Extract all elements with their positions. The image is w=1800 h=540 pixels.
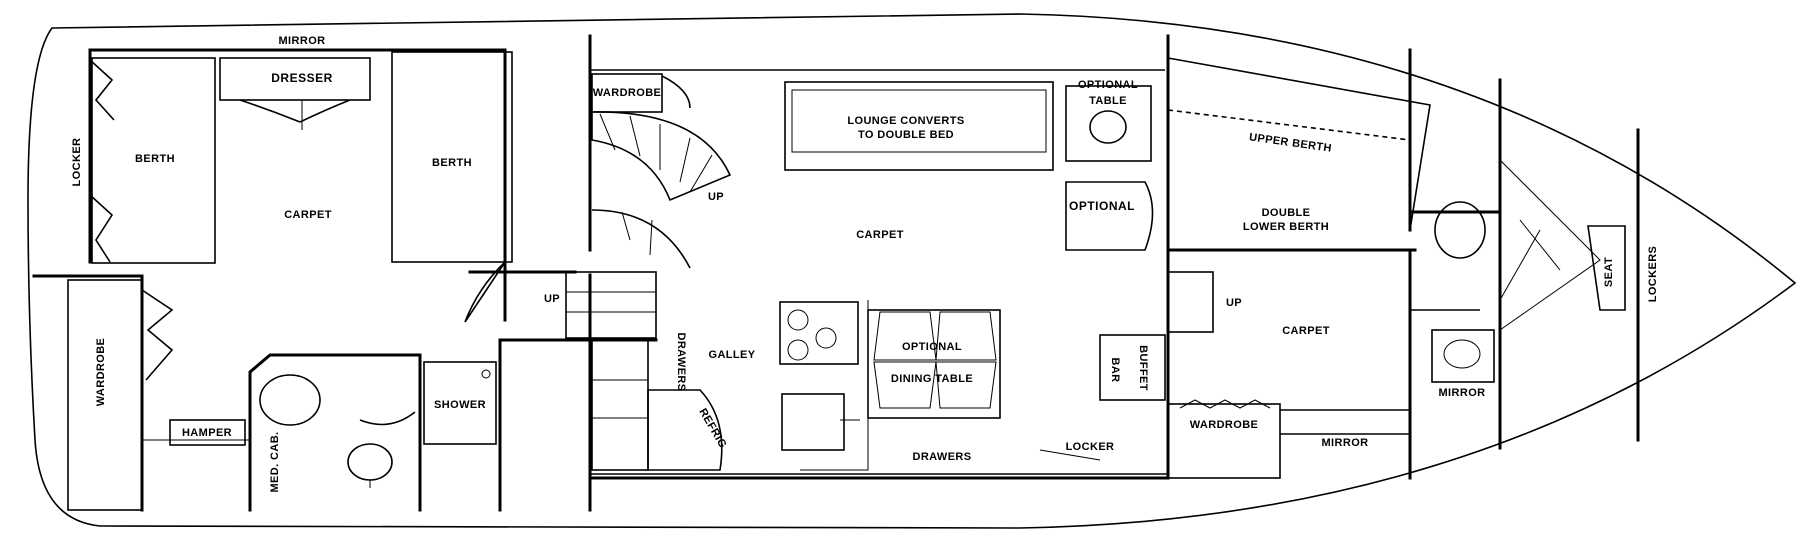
label-buffet: BUFFET	[1137, 345, 1149, 391]
sink-aft	[347, 443, 393, 481]
label-berth-right: BERTH	[432, 157, 472, 169]
wardrobe-aft	[67, 279, 143, 511]
ladder-fwd	[1167, 271, 1214, 333]
berth-left	[91, 57, 216, 264]
forward-stateroom	[1099, 34, 1431, 480]
toilet-fwd	[1434, 201, 1486, 259]
label-lounge-1: LOUNGE CONVERTS	[847, 115, 964, 127]
label-mirror-aft: MIRROR	[278, 35, 325, 47]
spiral-stairs	[591, 111, 732, 202]
label-optional-table-1: OPTIONAL	[1078, 79, 1138, 91]
label-refrig: REFRIG	[696, 406, 728, 450]
label-berth-left: BERTH	[135, 153, 175, 165]
shower	[423, 361, 497, 445]
berth-right	[391, 51, 513, 263]
label-locker-aft: LOCKER	[71, 138, 83, 187]
label-optional-dining-2: DINING TABLE	[891, 373, 973, 385]
label-optional-dining-1: OPTIONAL	[902, 341, 962, 353]
label-shower: SHOWER	[434, 399, 486, 411]
bar-buffet	[1099, 334, 1166, 401]
label-drawers-galley: DRAWERS	[675, 332, 687, 391]
label-wardrobe-fwd: WARDROBE	[1190, 419, 1259, 431]
toilet-aft	[259, 374, 321, 426]
sink-fwd	[1431, 329, 1495, 383]
label-carpet-aft: CARPET	[284, 209, 332, 221]
optional-chair	[1065, 181, 1154, 251]
label-hamper: HAMPER	[182, 427, 232, 439]
label-wardrobe-salon: WARDROBE	[593, 87, 662, 99]
label-dresser: DRESSER	[271, 71, 333, 85]
label-bar: BAR	[1109, 357, 1121, 382]
label-optional-chair: OPTIONAL	[1069, 199, 1135, 213]
label-galley: GALLEY	[708, 349, 755, 361]
wardrobe-fwd	[1167, 403, 1281, 479]
aft-head	[248, 338, 502, 512]
label-carpet-fwd: CARPET	[1282, 325, 1330, 337]
label-carpet-salon: CARPET	[856, 229, 904, 241]
label-up-fwd: UP	[1226, 297, 1242, 309]
label-upper-berth: UPPER BERTH	[1248, 131, 1332, 154]
shower-grid	[1499, 159, 1601, 331]
salon	[498, 34, 1170, 512]
dining-table	[867, 309, 1001, 419]
aft-stateroom	[32, 48, 577, 512]
stove	[779, 301, 859, 365]
refrig	[647, 389, 723, 471]
hull-outline	[27, 13, 1797, 529]
label-double-lower-2: LOWER BERTH	[1243, 221, 1329, 233]
label-up-aft: UP	[544, 293, 560, 305]
dresser	[219, 57, 371, 101]
label-mirror-head: MIRROR	[1438, 387, 1485, 399]
drawers-galley	[591, 339, 649, 471]
label-mirror-fwd: MIRROR	[1321, 437, 1368, 449]
forward-head	[1408, 78, 1640, 450]
label-drawers-salon: DRAWERS	[912, 451, 971, 463]
label-lockers-bow: LOCKERS	[1647, 246, 1659, 303]
label-locker-salon: LOCKER	[1066, 441, 1115, 453]
wardrobe-salon	[591, 73, 663, 113]
lounge	[784, 81, 1054, 171]
label-lounge-2: TO DOUBLE BED	[858, 129, 954, 141]
label-wardrobe-aft: WARDROBE	[95, 338, 107, 407]
seat-bow	[1587, 225, 1626, 311]
label-up-stairs: UP	[708, 191, 724, 203]
label-optional-table-2: TABLE	[1089, 95, 1127, 107]
galley-sink	[781, 393, 845, 451]
label-double-lower-1: DOUBLE	[1262, 207, 1311, 219]
label-seat: SEAT	[1603, 257, 1615, 287]
label-med-cab: MED. CAB.	[269, 431, 281, 492]
hamper	[169, 419, 246, 446]
optional-table	[1065, 85, 1152, 162]
